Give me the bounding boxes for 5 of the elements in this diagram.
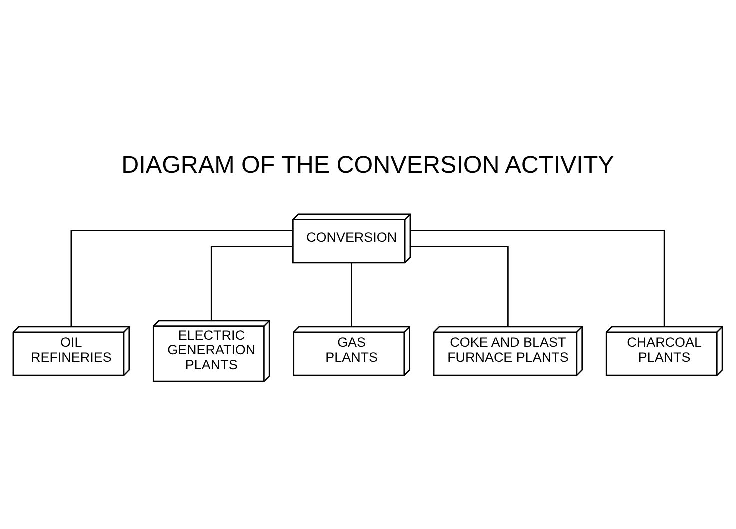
connector [351, 262, 352, 326]
diagram-title: DIAGRAM OF THE CONVERSION ACTIVITY [122, 152, 614, 179]
connector [410, 229, 666, 326]
connector [210, 246, 294, 320]
connector [410, 246, 509, 326]
